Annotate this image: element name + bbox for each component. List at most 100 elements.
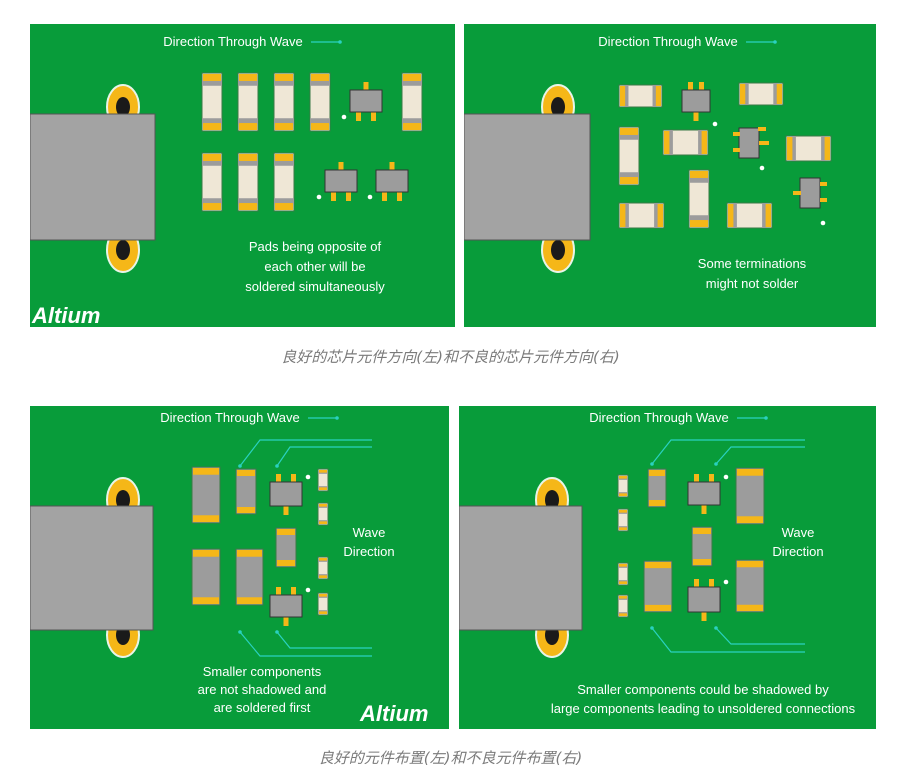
wave-flow-line xyxy=(651,439,805,465)
sot-pin xyxy=(276,474,281,483)
chip-pad xyxy=(311,123,329,130)
chip-body xyxy=(191,466,221,524)
chip-band xyxy=(202,198,222,205)
chip-pad xyxy=(403,123,421,130)
chip-band xyxy=(744,83,749,105)
chip-body xyxy=(317,468,329,492)
sot-pin xyxy=(694,474,699,483)
chip-body xyxy=(688,169,710,229)
wave-flow-line xyxy=(239,631,372,657)
direction-arrow-head xyxy=(773,40,777,44)
direction-label: Direction Through Wave xyxy=(160,410,299,425)
chip-pad xyxy=(237,550,262,557)
note-text: are not shadowed and xyxy=(198,682,327,697)
chip-component xyxy=(401,72,423,132)
pin1-dot xyxy=(305,587,311,593)
chip-pad xyxy=(193,468,219,475)
chip-body xyxy=(691,526,713,567)
chip-pad xyxy=(275,74,293,81)
chip-band xyxy=(274,159,294,166)
pcb-diagram: Direction Through WaveWaveDirectionSmall… xyxy=(30,410,428,726)
wave-flow-arrowhead xyxy=(714,462,718,466)
chip-body xyxy=(617,508,629,532)
sot-transistor xyxy=(269,474,311,515)
chip-component xyxy=(237,152,259,212)
direction-label: Direction Through Wave xyxy=(163,34,302,49)
chip-pad xyxy=(693,528,711,534)
chip-pad xyxy=(649,470,665,476)
chip-pad xyxy=(193,597,219,604)
chip-pad xyxy=(620,128,638,135)
wave-flow-arrowhead xyxy=(238,464,242,468)
pin1-dot xyxy=(367,194,373,200)
sot-pin xyxy=(371,112,376,121)
chip-component xyxy=(275,527,297,568)
chip-band xyxy=(318,486,328,489)
chip-band xyxy=(618,511,628,514)
chip-band xyxy=(238,118,258,125)
wave-flow-line xyxy=(715,627,805,645)
chip-band xyxy=(274,198,294,205)
chip-pad xyxy=(645,562,671,569)
chip-pad xyxy=(239,123,257,130)
sot-transistor xyxy=(316,162,358,201)
chip-body xyxy=(617,594,629,618)
connector-body xyxy=(464,113,591,241)
chip-pad xyxy=(690,220,708,227)
chip-pad xyxy=(690,171,708,178)
chip-component xyxy=(735,467,765,525)
chip-pad xyxy=(619,581,627,584)
sot-transistor xyxy=(367,162,409,201)
sot-pin xyxy=(693,112,699,121)
chip-pad xyxy=(239,203,257,210)
wave-flow-arrowhead xyxy=(238,630,242,634)
chip-pad xyxy=(619,613,627,616)
note-text: Some terminations xyxy=(698,256,807,271)
chip-pad xyxy=(620,86,626,106)
sot-pin xyxy=(291,474,296,483)
chip-pad xyxy=(737,604,763,611)
chip-band xyxy=(618,565,628,568)
chip-pad xyxy=(275,203,293,210)
chip-body xyxy=(273,72,295,132)
chip-body xyxy=(735,467,765,525)
wave-flow-arrowhead xyxy=(275,464,279,468)
sot-pin xyxy=(733,148,740,152)
chip-band xyxy=(238,79,258,86)
sot-transistor xyxy=(687,474,729,514)
chip-pad xyxy=(319,470,327,473)
chip-pad xyxy=(193,550,219,557)
chip-band xyxy=(238,159,258,166)
wave-flow-arrowhead xyxy=(714,626,718,630)
chip-body xyxy=(618,84,663,108)
chip-pad xyxy=(319,521,327,524)
sot-pin xyxy=(709,579,714,588)
chip-band xyxy=(689,176,709,183)
chip-pad xyxy=(319,504,327,507)
chip-pad xyxy=(740,84,746,104)
sot-pin xyxy=(346,192,351,201)
chip-body xyxy=(317,556,329,580)
chip-band xyxy=(274,79,294,86)
chip-component xyxy=(201,72,223,132)
chip-pad xyxy=(319,558,327,561)
chip-body xyxy=(317,592,329,616)
sot-pin xyxy=(363,82,369,91)
chip-band xyxy=(698,130,703,155)
chip-body xyxy=(618,126,640,186)
chip-body xyxy=(617,562,629,586)
chip-band xyxy=(689,215,709,222)
note-text: Wave xyxy=(782,525,815,540)
chip-component xyxy=(201,152,223,212)
sot-pin xyxy=(382,192,387,201)
chip-pad xyxy=(737,516,763,523)
chip-pad xyxy=(664,131,670,154)
sot-pin xyxy=(283,506,289,515)
wave-flow-line xyxy=(239,439,372,467)
chip-pad xyxy=(655,86,661,106)
chip-pad xyxy=(619,510,627,513)
sot-pin xyxy=(276,587,281,596)
chip-pad xyxy=(311,74,329,81)
